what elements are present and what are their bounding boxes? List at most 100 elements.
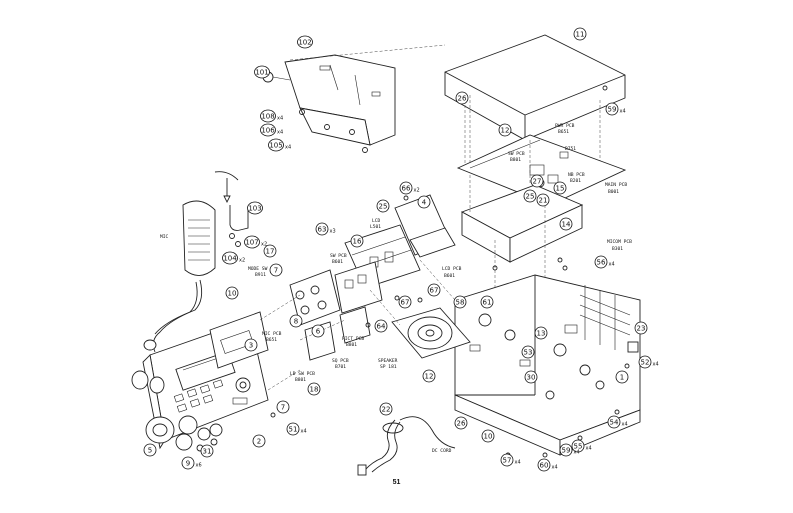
speaker-label-2: SP 181 <box>380 364 397 370</box>
callout-c5: 5 <box>143 443 157 457</box>
callout-ring <box>559 217 573 231</box>
sq-pcb-label-2: B701 <box>335 364 346 370</box>
callout-ring <box>573 27 587 41</box>
callout-number: 53 <box>524 348 533 356</box>
callout-ring <box>521 345 535 359</box>
callout-ring <box>315 222 329 236</box>
callout-quantity: x4 <box>515 460 521 466</box>
callout-ring <box>571 439 585 453</box>
callout-c103: 103 <box>247 201 263 215</box>
callout-c64: 64 <box>374 319 388 333</box>
callout-c6: 6 <box>311 324 325 338</box>
callout-number: 102 <box>298 38 311 46</box>
callout-ring <box>536 193 550 207</box>
callout-quantity: x4 <box>285 145 291 151</box>
callout-number: 101 <box>255 68 268 76</box>
lcd-pcb-label-2: B601 <box>444 273 455 279</box>
callout-ring <box>500 453 514 467</box>
callout-ring <box>455 91 469 105</box>
callout-number: 16 <box>353 237 362 245</box>
callout-number: 22 <box>382 405 391 413</box>
callout-c3: 3 <box>244 338 258 352</box>
lcd-pcb-label-1: LCD PCB <box>442 266 462 272</box>
callout-c12a: 12 <box>498 123 512 137</box>
callout-ring <box>417 195 431 209</box>
lcd-label-1: LCD <box>372 218 381 224</box>
callout-ring <box>553 181 567 195</box>
callout-c101: 101 <box>254 65 270 79</box>
callout-quantity: x2 <box>414 188 420 194</box>
callout-number: 63 <box>318 225 327 233</box>
callout-number: 61 <box>483 298 492 306</box>
sw-pcb-top-label-1: SW PCB <box>508 151 525 157</box>
callout-quantity: x4 <box>622 422 628 428</box>
callout-c67b: 67 <box>427 283 441 297</box>
callout-c15: 15 <box>553 181 567 195</box>
callout-ring <box>374 319 388 333</box>
callout-ring <box>530 174 544 188</box>
callout-number: 15 <box>556 184 565 192</box>
callout-ring <box>252 434 266 448</box>
callout-ring <box>523 189 537 203</box>
micom-pcb-label-1: MICOM PCB <box>607 239 632 245</box>
callout-c17: 17 <box>263 244 277 258</box>
callout-quantity: x4 <box>277 130 283 136</box>
callout-ring <box>498 123 512 137</box>
mic-pcb-label-2: B651 <box>266 337 277 343</box>
callout-number: 67 <box>401 298 410 306</box>
callout-ring <box>286 422 300 436</box>
callout-number: 23 <box>637 324 646 332</box>
nb-pcb-label-2: B201 <box>570 178 581 184</box>
callout-ring <box>559 443 573 457</box>
callout-ring <box>263 244 277 258</box>
pcb-labels: PWR PCB B651 SW PCB B801 B751 NB PCB B20… <box>160 123 632 454</box>
callout-quantity: x4 <box>586 446 592 452</box>
callout-number: 51 <box>289 425 298 433</box>
pwr-pcb-label-2: B651 <box>558 129 569 135</box>
callout-ring <box>143 443 157 457</box>
callout-number: 66 <box>402 184 411 192</box>
callout-number: 8 <box>294 317 298 325</box>
callout-c10b: 10 <box>481 429 495 443</box>
callout-quantity: x6 <box>196 463 202 469</box>
callout-number: 103 <box>248 204 261 212</box>
callout-number: 18 <box>310 385 319 393</box>
callout-ring <box>638 355 652 369</box>
callout-ring <box>244 235 260 249</box>
callout-c31: 31 <box>200 444 214 458</box>
callout-ring <box>268 138 284 152</box>
callout-number: 25 <box>526 192 535 200</box>
callout-ring <box>247 201 263 215</box>
callout-quantity: x4 <box>301 429 307 435</box>
callout-ring <box>607 415 621 429</box>
microphone <box>143 171 249 353</box>
callout-number: 105 <box>269 141 282 149</box>
callout-c14: 14 <box>559 217 573 231</box>
callout-number: 2 <box>257 437 261 445</box>
mic-pcb-label-1: MIC PCB <box>262 331 282 337</box>
callout-number: 13 <box>537 329 546 337</box>
callout-c61: 61 <box>480 295 494 309</box>
callout-quantity: x2 <box>239 258 245 264</box>
micom-pcb-label-2: B301 <box>612 246 623 252</box>
chassis <box>454 274 641 456</box>
callout-quantity: x3 <box>330 229 336 235</box>
callout-c8: 8 <box>289 314 303 328</box>
callout-c7b: 7 <box>276 400 290 414</box>
callout-c25b: 25 <box>376 199 390 213</box>
callout-number: 27 <box>533 177 542 185</box>
callout-ring <box>399 181 413 195</box>
callout-ring <box>594 255 608 269</box>
ld-sw-pcb-label-1: LD SW PCB <box>290 371 315 377</box>
callout-number: 54 <box>610 418 619 426</box>
callout-c16: 16 <box>350 234 364 248</box>
explode-lines <box>259 44 546 391</box>
